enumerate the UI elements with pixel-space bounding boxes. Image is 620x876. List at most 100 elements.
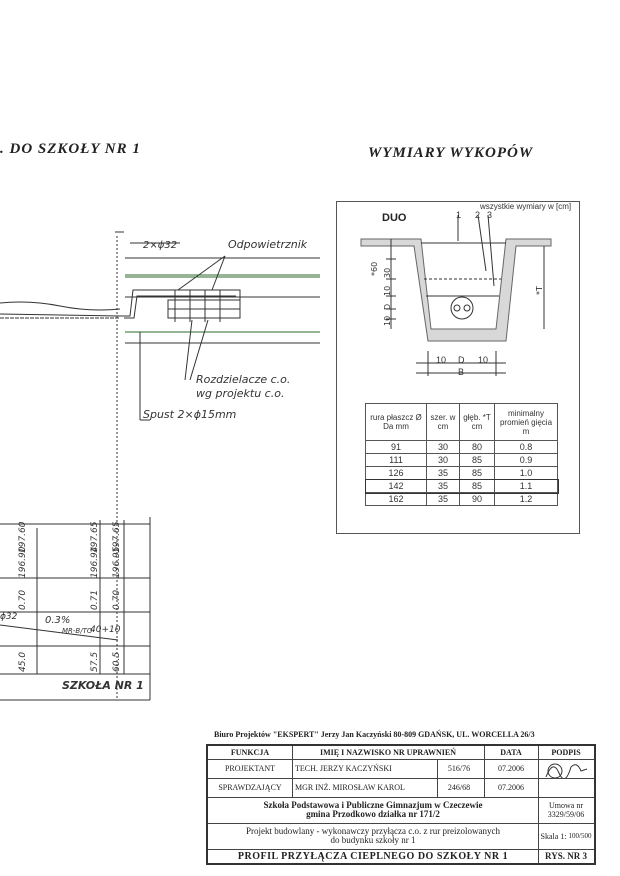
trench-section-drawing [360, 214, 552, 376]
layer-number-1: 1 [456, 210, 462, 220]
distance-a: 45.0 [18, 651, 28, 672]
col-header-pipe: rura płaszcz Ø Da mm [365, 403, 427, 441]
table-row-highlighted: 142 35 85 1.1 [364, 478, 559, 494]
plan-heading: . DO SZKOŁY NR 1 [0, 141, 141, 157]
elevation-2: 197.60 [18, 521, 28, 554]
contract-number: 3329/59/06 [547, 810, 585, 819]
table-cell: 85 [459, 479, 495, 493]
project-row: Projekt budowlany - wykonawczy przyłącza… [208, 823, 594, 850]
depth-3: 0.70 [112, 589, 122, 610]
depth-2: 0.71 [90, 589, 100, 610]
col-header-depth: głęb. *T cm [459, 403, 495, 441]
bottom-dim-pipe: D [458, 355, 465, 365]
table-cell: 35 [426, 466, 460, 480]
header-name: IMIĘ I NAZWISKO NR UPRAWNIEŃ [292, 746, 485, 759]
table-cell: 30 [426, 440, 460, 454]
signature-mark [545, 763, 588, 778]
trench-dimensions-table: rura płaszcz Ø Da mm szer. w cm głęb. *T… [364, 403, 559, 506]
sand-layer-label: 30 [383, 267, 392, 278]
distributor-label: Rozdzielacze c.o. [196, 373, 291, 386]
contract-info: Umowa nr 3329/59/06 [538, 797, 594, 823]
project-line-1: Projekt budowlany - wykonawczy przyłącza… [246, 826, 500, 836]
slope-label: 0.3% [45, 615, 71, 626]
investment-row: Szkoła Podstawowa i Publiczne Gimnazjum … [208, 797, 594, 824]
drain-label: Spust 2×ɸ15mm [143, 408, 237, 421]
drawing-title-row: PROFIL PRZYŁĄCZA CIEPLNEGO DO SZKOŁY NR … [208, 849, 594, 863]
table-row: 91 30 80 0.8 [365, 440, 558, 454]
investment-line-1: Szkoła Podstawowa i Publiczne Gimnazjum … [263, 800, 483, 810]
bottom-dim-right: 10 [478, 355, 489, 365]
table-cell: 1.2 [494, 492, 558, 506]
investment-info: Szkoła Podstawowa i Publiczne Gimnazjum … [208, 797, 539, 823]
designer-date: 07.2006 [484, 759, 539, 778]
table-cell: 111 [365, 453, 427, 467]
table-cell: 35 [426, 492, 460, 506]
distributor-ref-label: wg projektu c.o. [196, 387, 285, 400]
title-block-header-row: FUNKCJA IMIĘ I NAZWISKO NR UPRAWNIEŃ DAT… [208, 746, 594, 760]
table-cell: 35 [426, 479, 460, 493]
drawing-title: PROFIL PRZYŁĄCZA CIEPLNEGO DO SZKOŁY NR … [208, 849, 539, 863]
table-row: 126 35 85 1.0 [365, 466, 558, 480]
cover-depth-label: *60 [370, 261, 379, 276]
investment-line-2: gmina Przodkowo działka nr 171/2 [306, 809, 440, 819]
scale-label: Skala 1: [540, 831, 567, 841]
table-cell: 1.1 [494, 479, 558, 493]
designer-row: PROJEKTANT TECH. JERZY KACZYŃSKI 516/76 … [208, 759, 594, 779]
table-cell: 142 [365, 479, 427, 493]
trench-section-panel [336, 201, 580, 534]
table-cell: 1.0 [494, 466, 558, 480]
drawing-number: RYS. NR 3 [545, 850, 587, 861]
dimensions-note: wszystkie wymiary w [cm] [480, 202, 572, 211]
designer-signature [538, 759, 594, 778]
depth-1: 0.70 [18, 589, 28, 610]
pipe-left-label: ɸ32 [0, 612, 18, 622]
system-type-label: DUO [382, 212, 407, 224]
layer-number-2: 2 [475, 210, 481, 220]
slope-note: MR-B/TO [62, 627, 93, 635]
distance-c: 40+10 [90, 625, 121, 635]
table-cell: 80 [459, 440, 495, 454]
table-cell: 162 [365, 492, 427, 506]
table-cell: 0.9 [494, 453, 558, 467]
trench-width-label: B [458, 367, 465, 377]
vent-label: Odpowietrznik [228, 238, 308, 251]
elevation-4: 197.65 [90, 521, 100, 554]
designer-name: TECH. JERZY KACZYŃSKI [292, 759, 438, 778]
elevation-6: 197.65 [112, 521, 122, 554]
checker-row: SPRAWDZAJĄCY MGR INŻ. MIROSŁAW KAROL 246… [208, 778, 594, 798]
layer-number-3: 3 [487, 210, 493, 220]
header-signature: PODPIS [551, 748, 581, 757]
bottom-dim-left: 10 [436, 355, 447, 365]
project-line-2: do budynku szkoły nr 1 [330, 835, 416, 845]
scale-values: 100/500 [568, 831, 592, 840]
table-cell: 30 [426, 453, 460, 467]
header-date: DATA [484, 746, 539, 759]
distance-b: 57.5 [90, 651, 100, 672]
header-function: FUNKCJA [208, 746, 293, 759]
checker-name: MGR INŻ. MIROSŁAW KAROL [292, 778, 438, 797]
bottom-clearance-label: 10 [383, 315, 392, 326]
checker-role: SPRAWDZAJĄCY [208, 778, 293, 797]
plan-drawing [0, 231, 320, 701]
col-header-width: szer. w cm [426, 403, 460, 441]
table-cell: 90 [459, 492, 495, 506]
table-cell: 85 [459, 466, 495, 480]
section-heading: WYMIARY WYKOPÓW [368, 145, 534, 161]
table-cell: 0.8 [494, 440, 558, 454]
table-row: 162 35 90 1.2 [365, 492, 558, 506]
pipe-diameter-dim: D [383, 303, 392, 310]
checker-license: 246/68 [434, 778, 485, 797]
pipe-diameter-label: 2×ɸ32 [143, 240, 178, 251]
col-header-radius: minimalny promień gięcia m [494, 403, 558, 441]
design-office-label: Biuro Projektów "EKSPERT" Jerzy Jan Kacz… [214, 730, 535, 739]
school-label: SZKOŁA NR 1 [62, 679, 144, 692]
table-cell: 126 [365, 466, 427, 480]
project-description: Projekt budowlany - wykonawczy przyłącza… [208, 823, 539, 849]
table-row: 111 30 85 0.9 [365, 453, 558, 467]
scale-info: Skala 1: 100/500 [538, 823, 594, 849]
distance-d: 60.5 [112, 651, 122, 672]
checker-date: 07.2006 [484, 778, 539, 797]
designer-role: PROJEKTANT [208, 759, 293, 778]
title-block: FUNKCJA IMIĘ I NAZWISKO NR UPRAWNIEŃ DAT… [206, 744, 596, 865]
top-clearance-label: 10 [383, 285, 392, 296]
